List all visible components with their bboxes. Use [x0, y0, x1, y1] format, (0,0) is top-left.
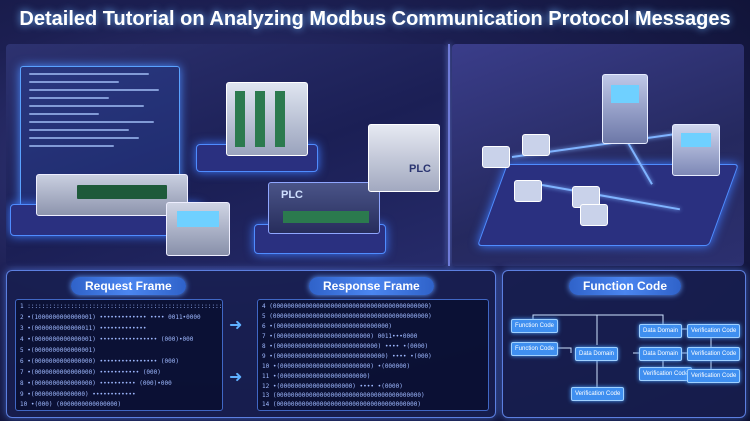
controller-box — [672, 124, 720, 176]
response-row: 14 (000000000000000000000000000000000000… — [262, 401, 421, 408]
switch-device — [36, 174, 188, 216]
plc-module-dark: PLC — [268, 182, 380, 234]
verification-code-node: Verification Code — [639, 367, 693, 381]
io-node — [522, 134, 550, 156]
request-row: 7 •(0000000000000000) ••••••••••• (000) — [20, 369, 161, 376]
network-scene — [452, 44, 744, 266]
request-row: 5 •(0000000000000001) — [20, 347, 96, 354]
request-row: 9 •(00000000000000) •••••••••••• — [20, 391, 136, 398]
hardware-scene: PLC PLC — [6, 44, 446, 266]
response-row: 7 •(00000000000000000000000000) 0011•••0… — [262, 333, 418, 340]
io-node — [580, 204, 608, 226]
function-code-node: Function Code — [511, 319, 559, 333]
response-row: 13 (000000000000000000000000000000000000… — [262, 392, 425, 399]
function-code-title: Function Code — [569, 277, 681, 295]
verification-code-node: Verification Code — [571, 387, 625, 401]
request-row: 10 •(000) (0000000000000000) — [20, 401, 122, 408]
response-frame-title: Response Frame — [309, 277, 434, 295]
request-row: 1 ::::::::::::::::::::::::::::::::::::::… — [20, 303, 223, 310]
plc-module-light: PLC — [368, 124, 440, 192]
arrow-right-icon: ➜ — [229, 315, 243, 334]
scene-divider — [448, 44, 450, 266]
response-row: 12 •(00000000000000000000) •••• •(0000) — [262, 383, 403, 390]
verification-code-node: Verification Code — [687, 347, 741, 361]
arrow-right-icon: ➜ — [229, 367, 243, 386]
response-row: 9 •(000000000000000000000000000000) ••••… — [262, 353, 432, 360]
request-frame-box: 1 ::::::::::::::::::::::::::::::::::::::… — [15, 299, 223, 411]
response-frame-box: 4 (0000000000000000000000000000000000000… — [257, 299, 489, 411]
page-title: Detailed Tutorial on Analyzing Modbus Co… — [19, 8, 731, 30]
data-domain-node: Data Domain — [639, 347, 683, 361]
response-row: 8 •(0000000000000000000000000000) •••• •… — [262, 343, 429, 350]
network-platform — [477, 164, 739, 246]
function-code-node: Function Code — [511, 342, 559, 356]
request-row: 4 •(0000000000000001) •••••••••••••••• (… — [20, 336, 194, 343]
request-frame-title: Request Frame — [71, 277, 186, 295]
plc-rack — [226, 82, 308, 156]
request-row: 2 •(1000000000000001) ••••••••••••• ••••… — [20, 314, 201, 321]
response-row: 5 (0000000000000000000000000000000000000… — [262, 313, 432, 320]
request-row: 8 •(0000000000000000) •••••••••• (000)•0… — [20, 380, 172, 387]
io-node — [482, 146, 510, 168]
data-domain-node: Data Domain — [639, 324, 683, 338]
verification-code-node: Verification Code — [687, 369, 741, 383]
hmi-terminal — [166, 202, 230, 256]
request-row: 3 •(0000000000000011) ••••••••••••• — [20, 325, 147, 332]
function-code-panel: Function Code Function Code Function Cod… — [502, 270, 746, 418]
response-row: 4 (0000000000000000000000000000000000000… — [262, 303, 432, 310]
plc-label: PLC — [281, 189, 303, 201]
response-row: 6 •(0000000000000000000000000000000) — [262, 323, 393, 330]
io-node — [514, 180, 542, 202]
data-domain-node: Data Domain — [575, 347, 619, 361]
response-row: 10 •(0000000000000000000000000) •(000000… — [262, 363, 411, 370]
response-row: 11 •(000000000000000000000000) — [262, 373, 371, 380]
frames-panel: Request Frame Response Frame 1 :::::::::… — [6, 270, 496, 418]
plc-label: PLC — [409, 163, 431, 175]
request-row: 6 •(0000000000000000) •••••••••••••••• (… — [20, 358, 179, 365]
verification-code-node: Verification Code — [687, 324, 741, 338]
controller-tower — [602, 74, 648, 144]
